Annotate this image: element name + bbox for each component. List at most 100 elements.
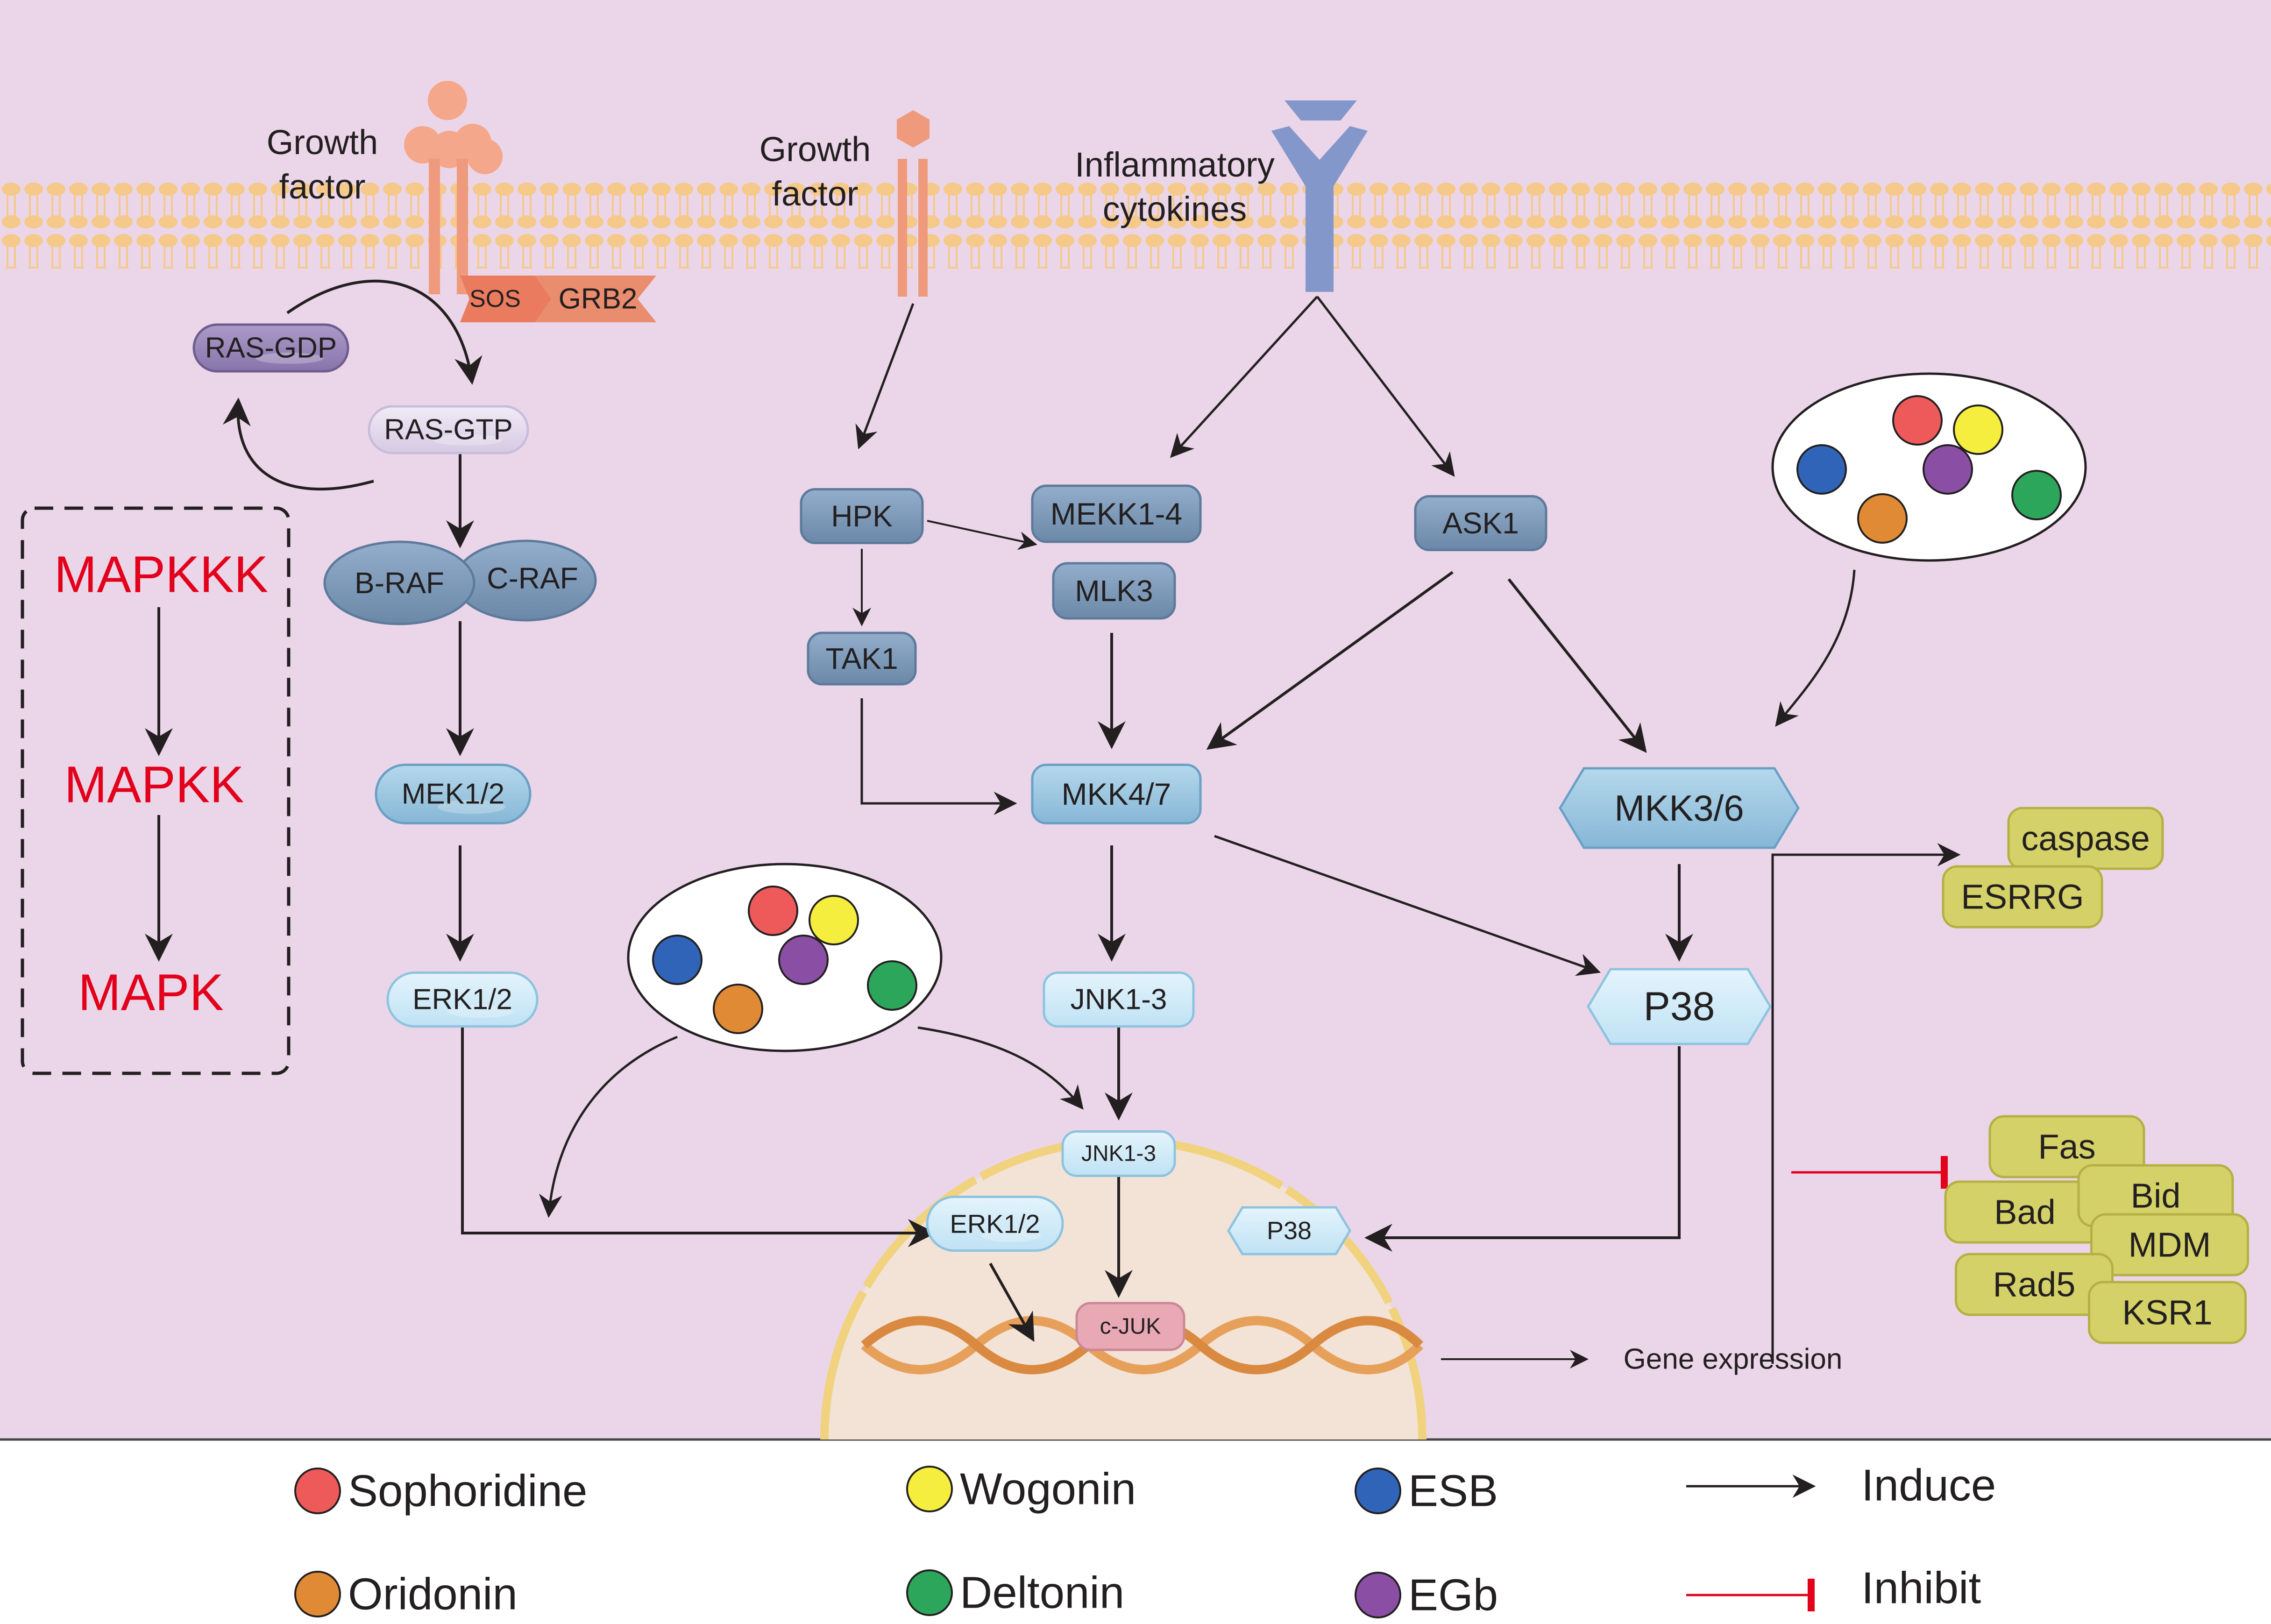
tak1-node-label: TAK1 (825, 642, 898, 675)
nuclear-p38-node-label: P38 (1267, 1217, 1312, 1245)
sophoridine-dot (1892, 395, 1943, 446)
mek12-node-label: MEK1/2 (402, 778, 505, 810)
arrow-cytokine-mekk (1170, 296, 1318, 458)
erk12-node-label: ERK1/2 (412, 984, 512, 1016)
legend-swatch (294, 1571, 341, 1617)
gene-expression-label: Gene expression (1624, 1343, 1843, 1376)
growth-factor-receptor-2 (897, 110, 930, 297)
legend-label: ESB (1408, 1466, 1498, 1516)
nuclear-jnk13-node (1061, 1130, 1176, 1177)
legend-label: EGb (1408, 1570, 1498, 1620)
jnk13-node (1043, 972, 1195, 1028)
mdm-box (2090, 1213, 2249, 1277)
fas-box (1988, 1115, 2145, 1178)
mkk36-node (1559, 767, 1800, 849)
compound-cluster-lower (627, 863, 943, 1052)
ras-gdp-node (192, 323, 349, 373)
legend-item-wogonin (906, 1466, 953, 1512)
esb-dot (1796, 444, 1847, 495)
mapkkk-label: MAPKKK (54, 546, 268, 603)
arrow-rasgtp-rasgdp (222, 397, 374, 491)
legend-item-deltonin (906, 1569, 953, 1616)
sophoridine-dot (748, 886, 798, 936)
arrow-gf2-hpk (855, 303, 915, 450)
ras-gtp-node (368, 405, 529, 454)
egb-dot (778, 935, 829, 985)
sos-label: SOS (469, 285, 521, 312)
mek12-node (375, 764, 532, 824)
mapk-label: MAPK (78, 964, 224, 1021)
legend-swatch (1355, 1468, 1401, 1514)
tak1-node (807, 631, 917, 686)
arrows-layer (145, 279, 1961, 1611)
nuclear-erk12-node-label: ERK1/2 (950, 1209, 1040, 1239)
wogonin-dot (1953, 404, 2003, 455)
legend-inhibit-label: Inhibit (1861, 1563, 1981, 1613)
legend-label: Wogonin (960, 1464, 1136, 1514)
p38-node-label: P38 (1643, 984, 1715, 1029)
mkk36-node-label: MKK3/6 (1614, 787, 1744, 829)
fas-box-label: Fas (2038, 1128, 2095, 1166)
arrow-erk-nuclear-erk (461, 1028, 936, 1247)
erk12-node (386, 972, 539, 1028)
arrow-ask1-mkk36 (1507, 578, 1647, 753)
legend-item-egb (1355, 1572, 1401, 1618)
legend-swatch (906, 1466, 953, 1512)
arrow-ask1-mkk47 (1206, 571, 1454, 750)
ras-gdp-node-label: RAS-GDP (205, 332, 337, 364)
ask1-node (1414, 495, 1547, 551)
legend-item-esb (1355, 1468, 1401, 1514)
grb2-label: GRB2 (559, 283, 638, 315)
arrow-p38-nuclear-p38 (1364, 1046, 1681, 1252)
arrow-hpk-mekk (927, 520, 1037, 550)
mkk47-node-label: MKK4/7 (1062, 777, 1171, 811)
egb-dot (1923, 444, 1973, 495)
mapkk-label: MAPKK (64, 756, 244, 814)
hpk-node (800, 488, 924, 544)
arrow-erk-dna (989, 1262, 1035, 1342)
mlk3-node-label: MLK3 (1075, 574, 1153, 608)
legend-swatch (294, 1468, 341, 1514)
cjuk-node-label: c-JUK (1100, 1314, 1161, 1339)
hierarchy-box (21, 506, 291, 1075)
mkk47-node (1031, 764, 1202, 824)
bid-box-label: Bid (2131, 1177, 2181, 1215)
legend-induce-label: Induce (1861, 1461, 1996, 1511)
nuclear-jnk13-node-label: JNK1-3 (1081, 1142, 1156, 1166)
legend-swatch (1355, 1572, 1401, 1618)
jnk13-node-label: JNK1-3 (1071, 984, 1167, 1016)
raf-complex (323, 539, 597, 625)
oridonin-dot (1857, 493, 1908, 544)
arrow-compounds-erk (539, 1035, 678, 1218)
sos-grb2-complex (460, 276, 656, 322)
cjuk-node (1075, 1302, 1185, 1351)
nuclear-p38-node (1227, 1206, 1351, 1255)
c-raf-label: C-RAF (487, 561, 578, 595)
esb-dot (652, 935, 703, 985)
legend-item-sophoridine (294, 1468, 341, 1514)
mlk3-node (1052, 562, 1176, 620)
compound-cluster-upper (1771, 372, 2087, 562)
deltonin-dot (2011, 470, 2062, 520)
arrow-rasgdp-rasgtp (286, 279, 483, 385)
legend-label: Sophoridine (348, 1466, 587, 1516)
oridonin-dot (713, 984, 763, 1034)
arrow-compounds-jnk (917, 1026, 1084, 1110)
p38-node (1587, 968, 1772, 1045)
legend-label: Deltonin (960, 1568, 1124, 1618)
ksr1-box (2088, 1281, 2247, 1344)
arrow-compounds-mkk36 (1775, 569, 1856, 727)
cell-membrane (0, 180, 2271, 269)
esrrg-box (1942, 865, 2103, 929)
nuclear-erk12-node (926, 1196, 1064, 1252)
ras-gtp-node-label: RAS-GTP (384, 414, 513, 446)
mekk14-node (1031, 484, 1202, 543)
legend-swatch (906, 1569, 953, 1616)
mdm-box-label: MDM (2129, 1226, 2211, 1264)
deltonin-dot (867, 960, 917, 1011)
